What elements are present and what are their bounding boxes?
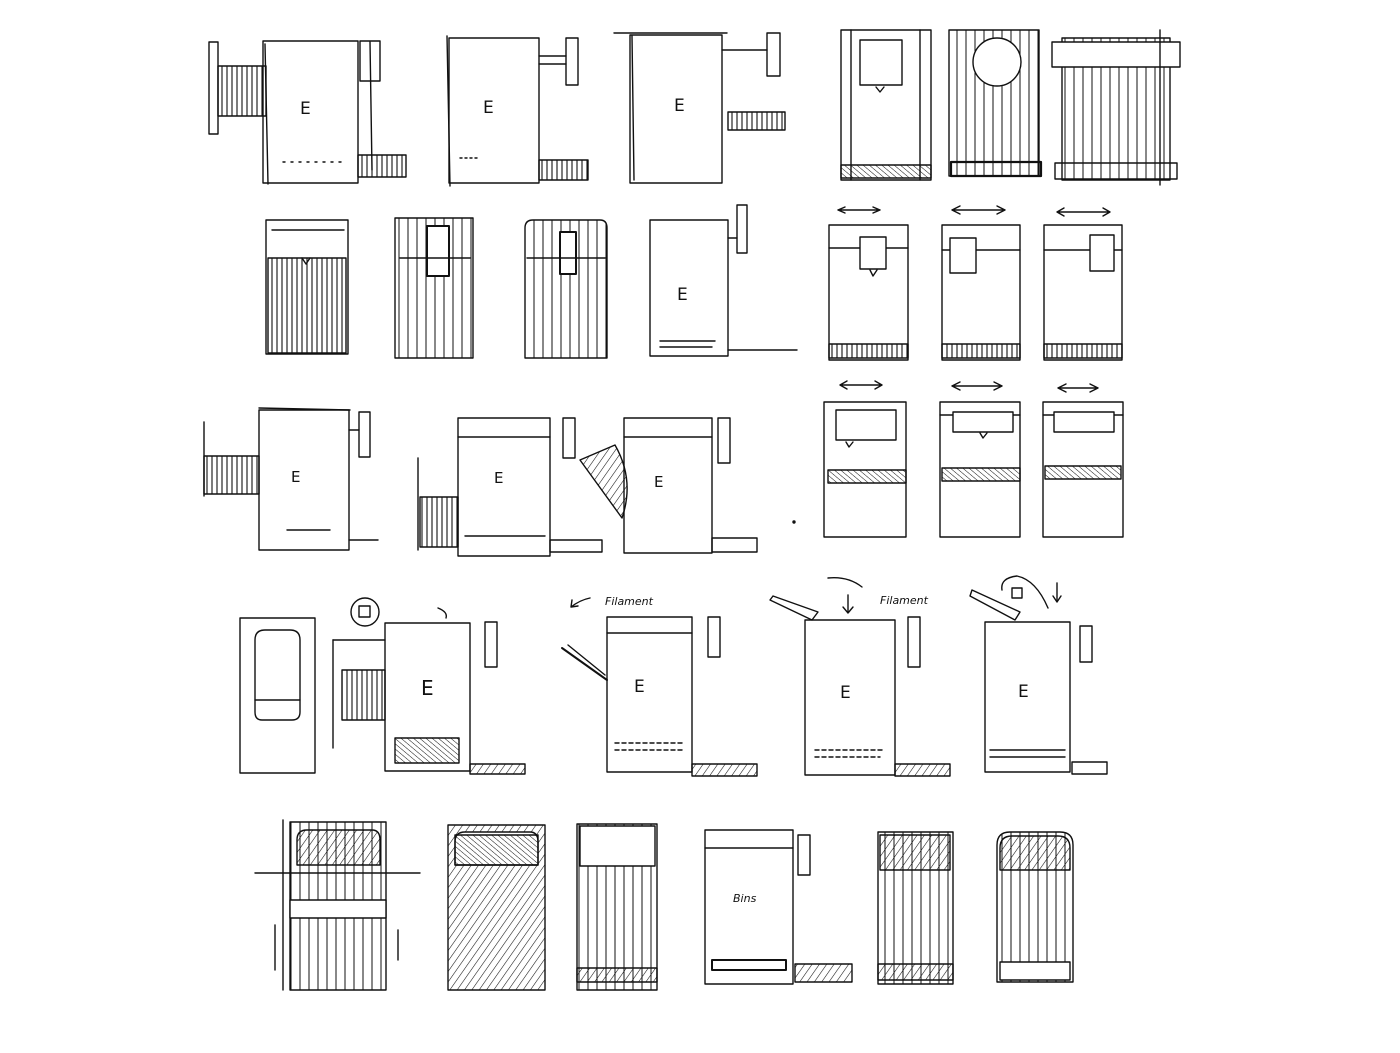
sketch-filament-lid: Filament E xyxy=(769,577,951,777)
sketch-top-slot-b xyxy=(939,381,1021,538)
sketch-label-e: E xyxy=(494,469,503,487)
row-5-sketches: Bins xyxy=(254,819,1074,991)
sketch-printer-bin-middle: E xyxy=(613,32,786,184)
ink-dot xyxy=(792,520,796,524)
sketch-sliding-window-c xyxy=(1043,207,1123,361)
sketch-striped-front-hatched-top xyxy=(254,819,421,991)
sketch-top-slot-a xyxy=(823,380,907,538)
sketch-front-panel-window xyxy=(239,617,316,774)
sketch-label-e: E xyxy=(1018,682,1029,702)
sketch-front-striped-b xyxy=(394,217,474,359)
handwritten-note: Filament xyxy=(880,594,929,607)
sketch-bottom-drawer-left: E xyxy=(417,417,603,557)
sketch-striped-front-window xyxy=(576,823,658,991)
sketch-flap-open: E xyxy=(579,417,758,554)
sketch-filament-flap: Filament E xyxy=(561,595,758,777)
sketch-bins-printer: Bins xyxy=(704,829,853,985)
handwritten-note: Filament xyxy=(605,595,654,608)
sketch-side-drawer-left: E xyxy=(203,407,379,551)
sketch-label-e: E xyxy=(634,677,645,697)
sketch-printer-top-bin: E xyxy=(649,204,798,357)
row-2-sketches: E xyxy=(265,204,1123,361)
sketch-label-e: E xyxy=(674,96,685,116)
sketch-label-e: E xyxy=(654,473,663,491)
sketch-label-e: E xyxy=(483,98,494,118)
sketch-striped-front-hatched-b xyxy=(877,831,954,985)
sketch-front-window xyxy=(840,29,932,181)
sketch-sliding-window-b xyxy=(941,205,1021,361)
sketch-printer-bin-right: E xyxy=(446,35,589,187)
sketch-rounded-striped-front xyxy=(996,831,1074,983)
sketch-label-e: E xyxy=(291,468,300,486)
row-3-sketches: E E E xyxy=(203,380,1124,557)
sketch-label-e: E xyxy=(421,676,434,700)
sketch-spool-side-drawer: E xyxy=(332,597,526,775)
sketch-front-spool-circle xyxy=(948,29,1043,178)
sketch-front-striped-a xyxy=(265,219,349,355)
sketch-printer-side-bin-left: E xyxy=(208,40,407,185)
row-4-sketches: E Filament E Filament E xyxy=(239,575,1108,777)
sketch-label-e: E xyxy=(300,99,311,119)
sketch-sliding-window-a xyxy=(828,206,909,361)
sketch-top-slot-c xyxy=(1042,383,1124,538)
sketch-front-wide-top xyxy=(1051,29,1181,186)
row-1-sketches: E E E xyxy=(208,29,1181,187)
handwritten-note: Bins xyxy=(733,892,757,905)
sketch-label-e: E xyxy=(677,285,688,305)
sketch-spool-top-lid: E xyxy=(969,575,1108,775)
sketch-label-e: E xyxy=(840,683,851,703)
sketch-front-striped-c xyxy=(524,219,608,359)
sketch-diagonal-striped-front xyxy=(447,824,546,991)
